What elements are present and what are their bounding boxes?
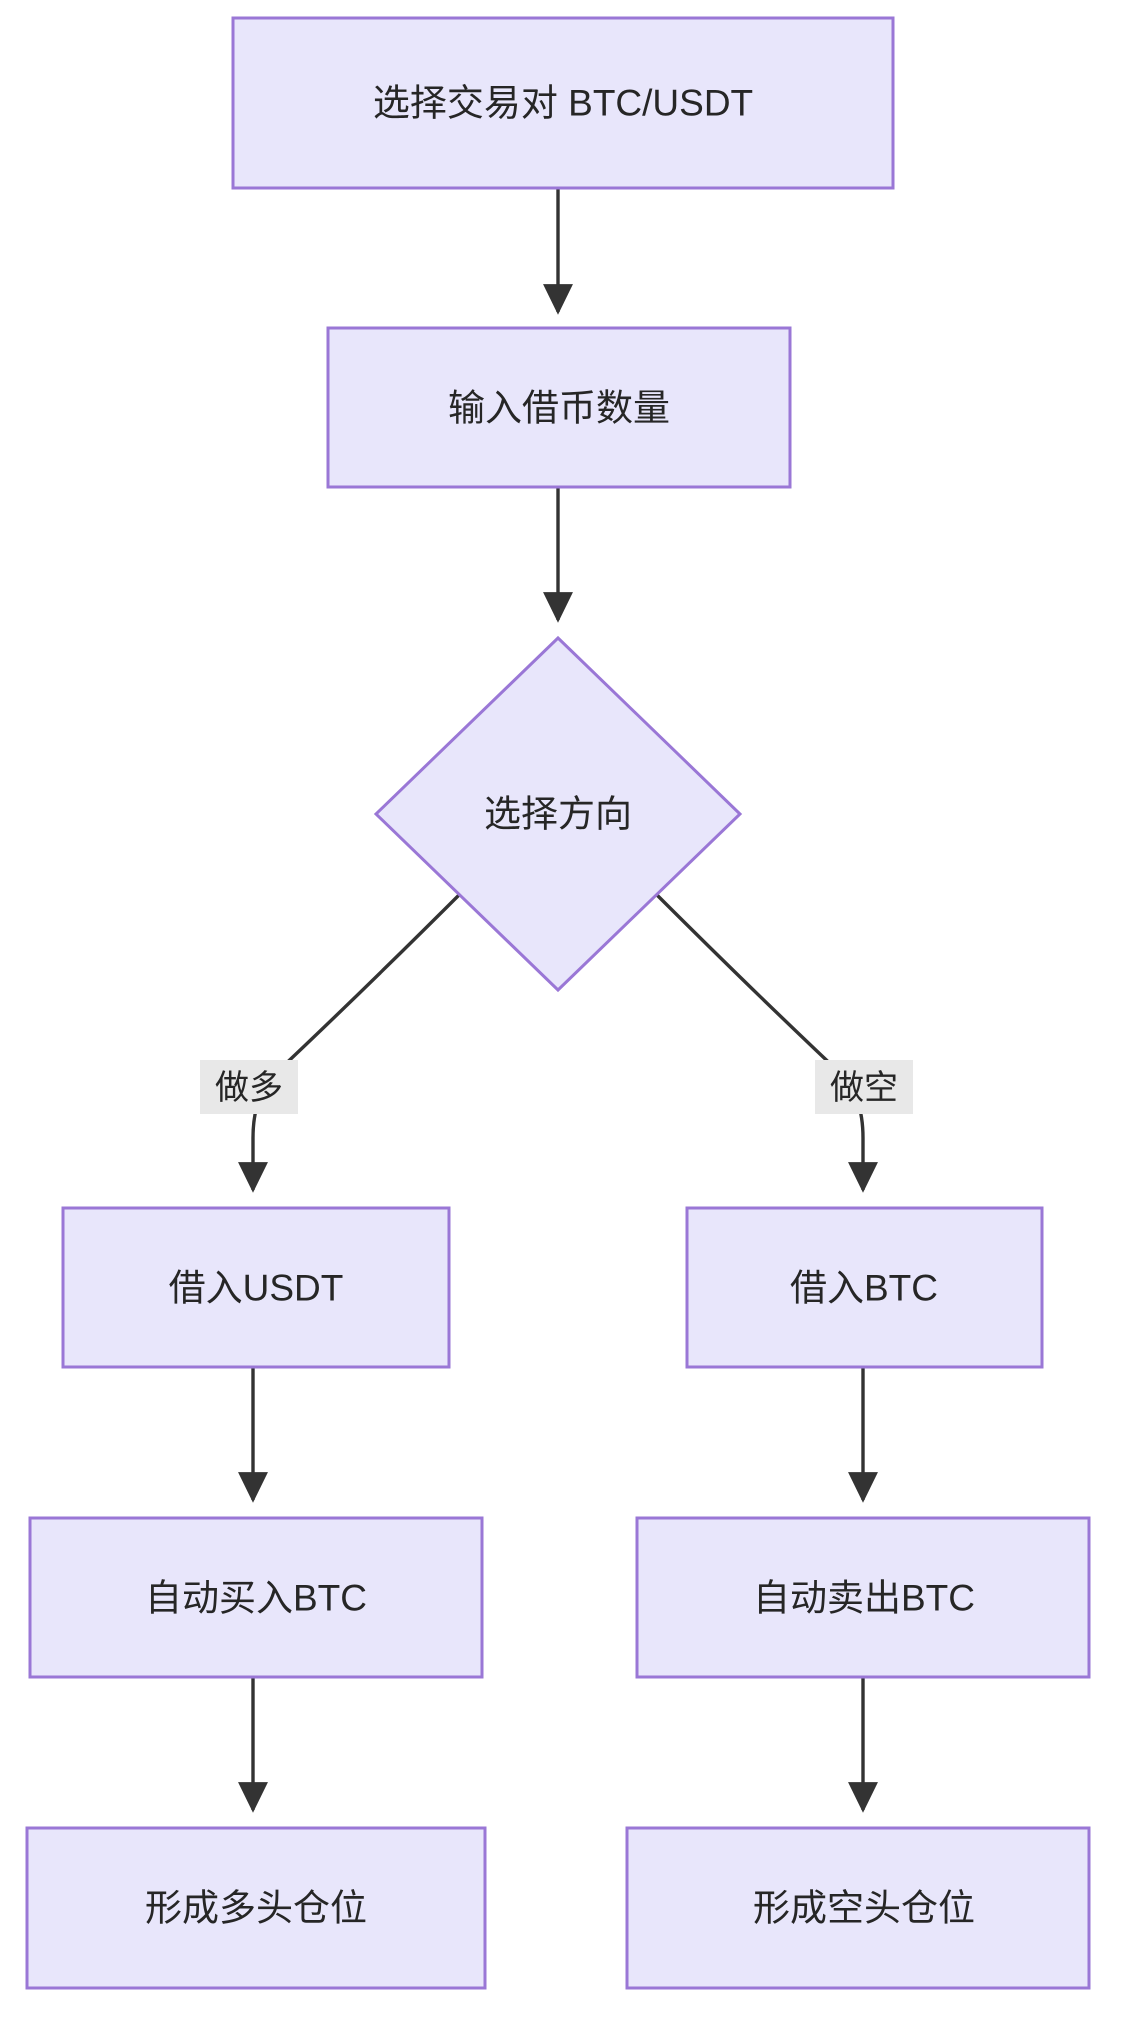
node-form-short-position-label: 形成空头仓位 (753, 1888, 975, 1929)
edge-n3-n5 (648, 886, 878, 1193)
node-auto-buy-btc-label: 自动买入BTC (145, 1578, 367, 1619)
node-form-long-position-label: 形成多头仓位 (145, 1888, 367, 1929)
edge-label-short-bg (815, 1060, 913, 1114)
node-form-long-position[interactable]: 形成多头仓位 (25, 1826, 487, 1990)
node-borrow-btc-label: 借入BTC (790, 1268, 938, 1309)
edge-label-long-text: 做多 (215, 1069, 283, 1107)
node-select-trading-pair-shape[interactable] (231, 16, 895, 190)
edge-label-long-bg (200, 1060, 298, 1114)
node-auto-sell-btc[interactable]: 自动卖出BTC (635, 1516, 1091, 1679)
edge-label-long: 做多 (200, 1060, 298, 1114)
node-auto-sell-btc-label: 自动卖出BTC (753, 1578, 975, 1619)
node-select-trading-pair-label: 选择交易对 BTC/USDT (373, 83, 753, 124)
node-borrow-usdt-shape[interactable] (61, 1206, 451, 1369)
node-input-borrow-amount-label: 输入借币数量 (448, 388, 670, 429)
node-form-short-position[interactable]: 形成空头仓位 (625, 1826, 1091, 1990)
node-select-trading-pair[interactable]: 选择交易对 BTC/USDT (231, 16, 895, 190)
node-borrow-usdt[interactable]: 借入USDT (61, 1206, 451, 1369)
node-auto-buy-btc-shape[interactable] (28, 1516, 484, 1679)
node-auto-buy-btc[interactable]: 自动买入BTC (28, 1516, 484, 1679)
node-form-short-position-shape[interactable] (625, 1826, 1091, 1990)
node-select-direction[interactable]: 选择方向 (373, 635, 743, 993)
node-borrow-btc-shape[interactable] (685, 1206, 1044, 1369)
node-form-long-position-shape[interactable] (25, 1826, 487, 1990)
node-borrow-usdt-label: 借入USDT (169, 1268, 344, 1309)
edge-label-short-text: 做空 (830, 1069, 898, 1107)
edge-n3-n4 (238, 886, 468, 1193)
node-borrow-btc[interactable]: 借入BTC (685, 1206, 1044, 1369)
node-select-direction-shape[interactable] (373, 635, 743, 993)
edge-label-short: 做空 (815, 1060, 913, 1114)
node-select-direction-label: 选择方向 (484, 794, 632, 835)
node-input-borrow-amount-shape[interactable] (326, 326, 792, 489)
node-auto-sell-btc-shape[interactable] (635, 1516, 1091, 1679)
node-input-borrow-amount[interactable]: 输入借币数量 (326, 326, 792, 489)
